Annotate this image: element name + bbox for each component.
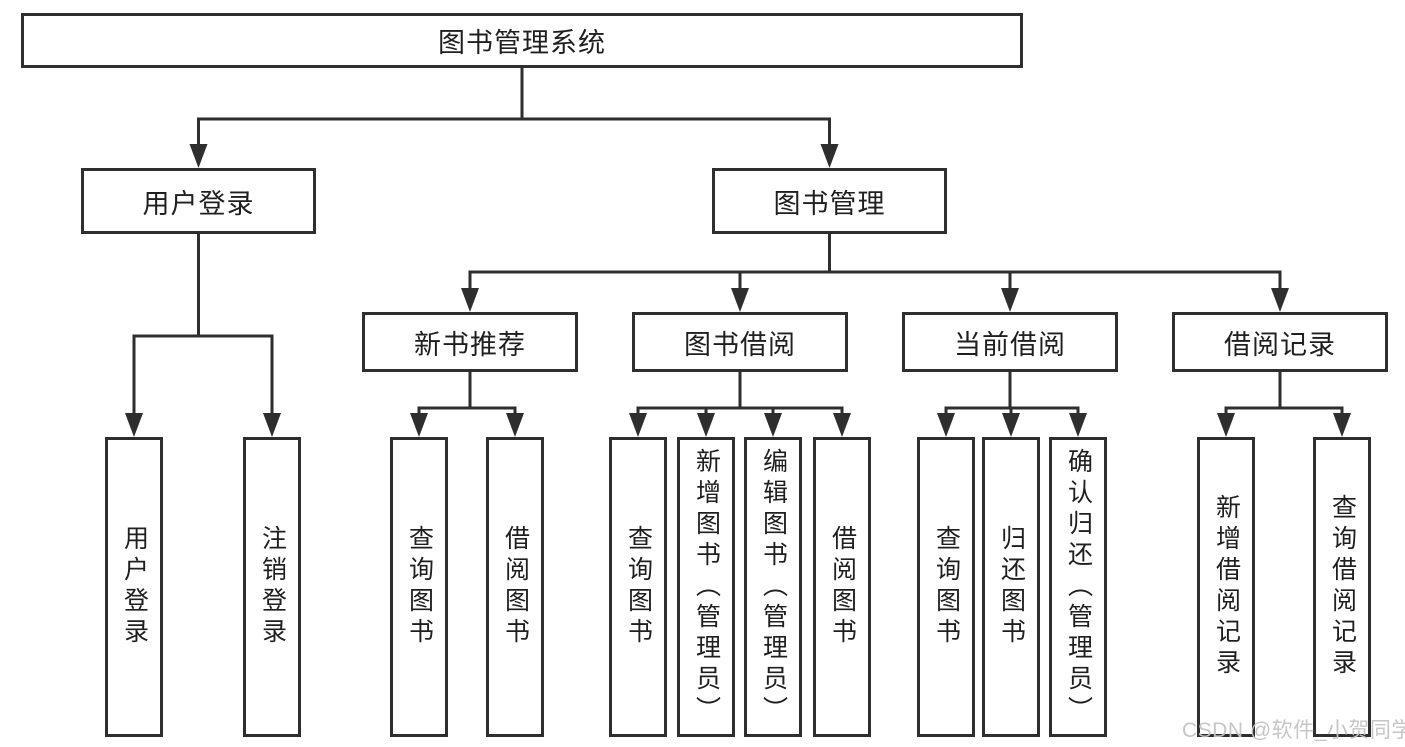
node-book-borrow: 图书借阅: [632, 312, 848, 372]
arrowhead: [506, 413, 524, 437]
connector-borrow-to-leaves: [636, 370, 844, 418]
leaf-label: 查询图书: [932, 525, 961, 649]
arrowhead: [1217, 413, 1235, 437]
leaf-confirm-return-admin: 确认归还（管理员）: [1049, 437, 1107, 737]
leaf-label: 新增图书（管理员）: [692, 447, 721, 727]
node-new-book-recommend: 新书推荐: [362, 312, 578, 372]
connector-mgmt-to-level3: [468, 232, 1282, 293]
arrowhead: [125, 413, 143, 437]
node-label: 新书推荐: [414, 329, 526, 360]
leaf-add-borrow-record: 新增借阅记录: [1197, 437, 1255, 737]
node-book-management: 图书管理: [712, 168, 947, 234]
arrowhead: [1333, 413, 1351, 437]
connector-lines: [132, 66, 1344, 418]
arrowhead: [833, 413, 851, 437]
arrowhead: [697, 413, 715, 437]
leaf-add-book-admin: 新增图书（管理员）: [677, 437, 735, 737]
csdn-watermark: CSDN @软件_小贺同学: [1182, 719, 1405, 742]
node-label: 借阅记录: [1224, 329, 1336, 360]
arrowheads: [125, 144, 1351, 437]
leaf-label: 查询图书: [624, 525, 653, 649]
leaf-label: 借阅图书: [501, 525, 530, 649]
arrowhead: [764, 413, 782, 437]
arrowhead: [820, 144, 839, 168]
leaf-return-books: 归还图书: [982, 437, 1040, 737]
arrowhead: [1271, 288, 1289, 312]
leaf-user-login: 用户登录: [105, 437, 163, 737]
leaf-borrow-books: 借阅图书: [813, 437, 871, 737]
arrowhead: [1002, 413, 1020, 437]
arrowhead: [410, 413, 428, 437]
node-borrow-records: 借阅记录: [1172, 312, 1388, 372]
leaf-label: 用户登录: [120, 525, 149, 649]
leaf-label: 借阅图书: [828, 525, 857, 649]
arrowhead: [629, 413, 647, 437]
leaf-query-books: 查询图书: [609, 437, 667, 737]
node-current-borrow: 当前借阅: [902, 312, 1118, 372]
node-label: 图书借阅: [684, 329, 796, 360]
node-label: 用户登录: [142, 188, 255, 219]
leaf-label: 查询借阅记录: [1328, 494, 1357, 680]
connector-current-to-leaves: [944, 370, 1080, 418]
connector-records-to-leaves: [1224, 370, 1344, 418]
node-library-management-system: 图书管理系统: [21, 13, 1023, 68]
node-label: 当前借阅: [954, 329, 1066, 360]
connector-recommend-to-leaves: [417, 370, 517, 418]
arrowhead: [731, 288, 749, 312]
leaf-logout: 注销登录: [243, 437, 301, 737]
leaf-label: 新增借阅记录: [1212, 494, 1241, 680]
arrowhead: [263, 413, 281, 437]
leaf-label: 查询图书: [405, 525, 434, 649]
leaf-borrow-books: 借阅图书: [486, 437, 544, 737]
leaf-query-borrow-record: 查询借阅记录: [1313, 437, 1371, 737]
arrowhead: [1001, 288, 1019, 312]
connector-root-to-level2: [197, 66, 831, 149]
arrowhead: [1069, 413, 1087, 437]
arrowhead: [189, 144, 208, 168]
leaf-label: 注销登录: [258, 525, 287, 649]
leaf-query-books: 查询图书: [390, 437, 448, 737]
leaf-edit-book-admin: 编辑图书（管理员）: [744, 437, 802, 737]
leaf-query-books: 查询图书: [917, 437, 975, 737]
node-label: 图书管理: [773, 188, 886, 219]
node-label: 图书管理系统: [438, 28, 606, 58]
arrowhead: [937, 413, 955, 437]
leaf-label: 归还图书: [997, 525, 1026, 649]
connector-login-to-leaves: [132, 232, 274, 418]
node-user-login: 用户登录: [81, 168, 316, 234]
leaf-label: 编辑图书（管理员）: [759, 447, 788, 727]
leaf-label: 确认归还（管理员）: [1064, 447, 1093, 727]
arrowhead: [461, 288, 479, 312]
